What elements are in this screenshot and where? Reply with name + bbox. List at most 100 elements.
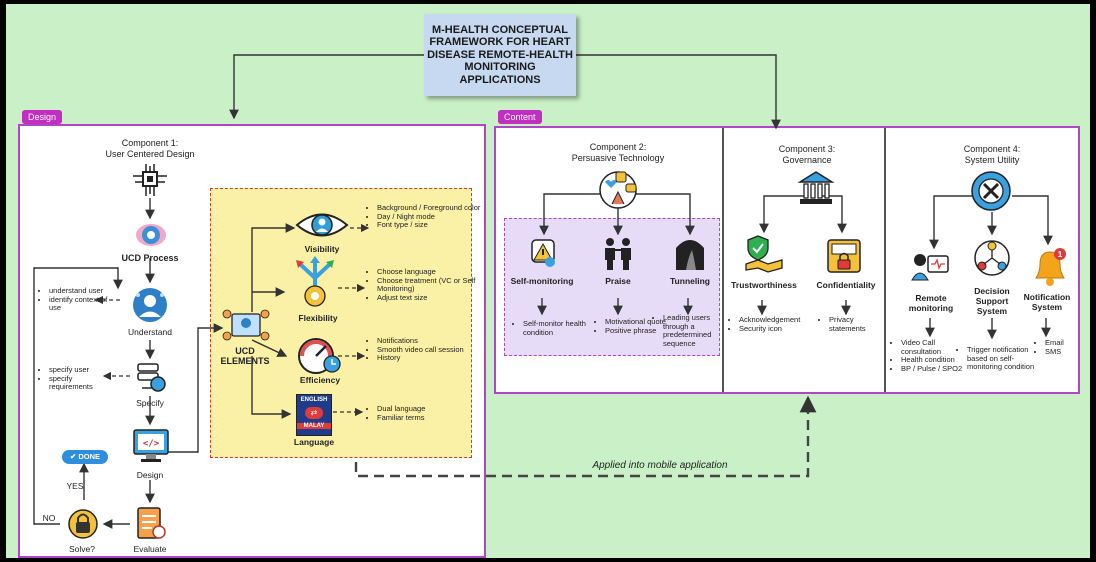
notification-bell-icon <box>1035 248 1066 286</box>
remote-monitoring-notes: Video Call consultation Health condition… <box>892 338 971 374</box>
decision-support-note: Trigger notification based on self-monit… <box>967 345 1043 372</box>
visibility-note: Day / Night mode <box>377 212 481 222</box>
remote-monitoring-note: Video Call consultation <box>901 338 971 356</box>
specify-icon <box>137 363 166 392</box>
divider-3-4 <box>884 128 886 392</box>
flexibility-label: Flexibility <box>298 313 338 323</box>
tunneling-icon <box>676 240 704 270</box>
efficiency-note: Smooth video call session <box>377 345 477 355</box>
decision-support-notes: Trigger notification based on self-monit… <box>958 345 1043 372</box>
evaluate-label: Evaluate <box>133 544 167 554</box>
ucd-elements-icon <box>222 309 270 341</box>
solve-icon <box>68 509 98 539</box>
solve-label: Solve? <box>69 544 95 554</box>
specify-note: specify user <box>49 365 113 375</box>
flexibility-note: Choose treatment (VC or Self Monitoring) <box>377 276 481 294</box>
component4-title: Component 4: System Utility <box>963 144 1021 165</box>
trustworthiness-handshake-icon <box>745 235 783 273</box>
notification-notes: Email SMS <box>1036 338 1085 357</box>
notification-note: Email <box>1045 338 1085 348</box>
efficiency-label: Efficiency <box>299 375 341 385</box>
trustworthiness-note: Acknowledgement <box>739 315 819 325</box>
notification-note: SMS <box>1045 347 1085 357</box>
specify-note: specify requirements <box>49 374 113 392</box>
tunneling-label: Tunneling <box>670 276 710 286</box>
circuit-chip-icon <box>133 164 167 196</box>
remote-monitoring-note: BP / Pulse / SPO2 <box>901 364 971 374</box>
divider-2-3 <box>722 128 724 392</box>
specify-label: Specify <box>136 398 164 408</box>
efficiency-note: Notifications <box>377 336 477 346</box>
language-icon-swap: ⇄ <box>305 407 323 419</box>
praise-label: Praise <box>605 276 631 286</box>
remote-monitoring-label: Remote monitoring <box>908 293 954 313</box>
tunneling-note: Leading users through a predetermined se… <box>663 313 725 348</box>
understand-icon <box>133 288 167 322</box>
language-notes: Dual language Familiar terms <box>368 404 477 423</box>
self-monitoring-icon <box>531 239 555 267</box>
notification-label: Notification System <box>1023 292 1071 312</box>
visibility-note: Font type / size <box>377 221 481 230</box>
efficiency-notes: Notifications Smooth video call session … <box>368 336 477 363</box>
self-monitoring-notes: Self-monitor health condition <box>514 319 587 337</box>
applied-label: Applied into mobile application <box>592 460 728 471</box>
efficiency-note: History <box>377 354 477 363</box>
flexibility-notes: Choose language Choose treatment (VC or … <box>368 267 481 303</box>
confidentiality-note: Privacy statements <box>829 315 889 333</box>
language-icon: ENGLISH ⇄ MALAY <box>296 394 332 436</box>
done-label: DONE <box>78 452 101 461</box>
trustworthiness-notes: Acknowledgement Security icon <box>730 315 819 334</box>
governance-building-icon <box>797 171 835 204</box>
design-monitor-icon: </> <box>133 429 169 462</box>
design-tag: Design <box>22 110 63 124</box>
praise-note: Motivational quote <box>605 317 677 327</box>
decision-support-label: Decision Support System <box>974 286 1010 316</box>
praise-note: Positive phrase <box>605 326 677 336</box>
trustworthiness-label: Trustworthiness <box>731 280 797 290</box>
confidentiality-notes: Privacy statements <box>820 315 889 333</box>
persuasive-technology-icon <box>599 171 637 209</box>
remote-monitoring-note: Health condition <box>901 356 971 365</box>
design-label: Design <box>136 470 164 480</box>
flexibility-icon <box>296 256 334 307</box>
trustworthiness-note: Security icon <box>739 324 819 334</box>
content-tag: Content <box>498 110 542 124</box>
visibility-notes: Background / Foreground color Day / Nigh… <box>368 203 481 230</box>
language-note: Familiar terms <box>377 413 477 423</box>
ucd-elements-label: UCD ELEMENTS <box>220 346 270 366</box>
done-badge: ✔ DONE <box>62 450 108 464</box>
language-icon-malay: MALAY <box>297 423 331 429</box>
system-utility-gear-icon <box>971 171 1011 211</box>
flexibility-note: Choose language <box>377 267 481 277</box>
confidentiality-icon <box>827 239 861 273</box>
visibility-note: Background / Foreground color <box>377 203 481 213</box>
language-label: Language <box>293 437 335 447</box>
self-monitoring-label: Self-monitoring <box>510 276 574 286</box>
yes-label: YES <box>66 481 84 491</box>
remote-monitoring-icon <box>911 254 949 281</box>
praise-icon <box>605 238 631 270</box>
component1-title: Component 1: User Centered Design <box>105 138 195 159</box>
tunneling-notes: Leading users through a predetermined se… <box>654 313 725 348</box>
understand-label: Understand <box>128 327 172 337</box>
decision-support-icon <box>974 240 1010 276</box>
understand-note: identify context of use <box>49 295 113 313</box>
specify-notes: specify user specify requirements <box>40 365 113 392</box>
language-icon-english: ENGLISH <box>300 397 328 403</box>
component3-title: Component 3: Governance <box>778 144 836 165</box>
efficiency-gauge-icon <box>298 338 341 374</box>
ucd-process-icon <box>136 224 166 246</box>
check-icon: ✔ <box>69 452 77 461</box>
ucd-process-label: UCD Process <box>121 253 179 263</box>
language-note: Dual language <box>377 404 477 414</box>
flexibility-note: Adjust text size <box>377 293 481 303</box>
understand-note: understand user <box>49 286 113 296</box>
praise-notes: Motivational quote Positive phrase <box>596 317 677 336</box>
understand-notes: understand user identify context of use <box>40 286 113 313</box>
framework-title: M-HEALTH CONCEPTUAL FRAMEWORK FOR HEART … <box>424 14 576 96</box>
visibility-eye-icon <box>295 213 349 237</box>
self-monitoring-note: Self-monitor health condition <box>523 319 587 337</box>
no-label: NO <box>42 513 56 523</box>
